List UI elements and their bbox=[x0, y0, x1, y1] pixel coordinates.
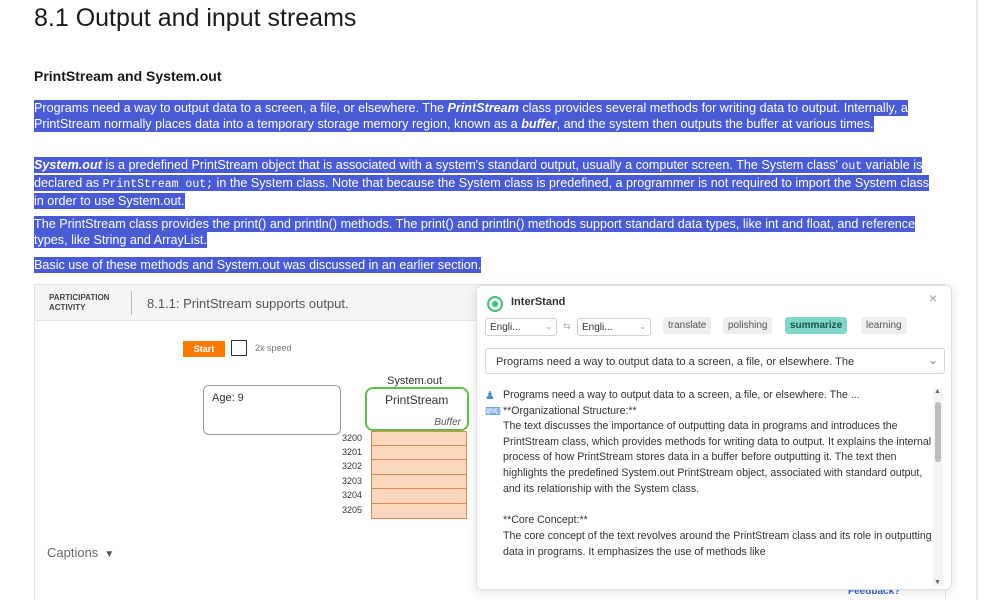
popup-title: InterStand bbox=[511, 296, 566, 308]
activity-divider bbox=[131, 291, 132, 315]
interstand-popup: InterStand × Engli... ⌄ ⇆ Engli... ⌄ trans… bbox=[476, 285, 952, 590]
chapter-title: 8.1 Output and input streams bbox=[34, 4, 357, 32]
memory-address: 3203 bbox=[342, 475, 363, 486]
swap-languages-icon[interactable]: ⇆ bbox=[563, 321, 571, 331]
captions-toggle[interactable]: Captions ▼ bbox=[47, 545, 114, 560]
memory-cell: 3204 bbox=[342, 489, 467, 504]
printstream-box: PrintStream Buffer bbox=[365, 387, 469, 431]
chevron-down-icon: ▼ bbox=[104, 549, 115, 560]
target-language-value: Engli... bbox=[582, 322, 613, 333]
mode-summarize[interactable]: summarize bbox=[785, 317, 848, 334]
source-language-value: Engli... bbox=[490, 322, 521, 333]
source-language-select[interactable]: Engli... ⌄ bbox=[485, 318, 557, 336]
interstand-logo-icon bbox=[487, 296, 503, 312]
speed-label: 2x speed bbox=[255, 343, 292, 353]
speed-checkbox[interactable] bbox=[231, 340, 247, 356]
memory-address: 3202 bbox=[342, 461, 363, 472]
memory-address: 3204 bbox=[342, 490, 363, 501]
paragraph-basic-use[interactable]: Basic use of these methods and System.ou… bbox=[34, 257, 934, 273]
section-heading: PrintStream and System.out bbox=[34, 68, 222, 84]
start-button[interactable]: Start bbox=[183, 341, 225, 357]
memory-cell: 3201 bbox=[342, 445, 467, 461]
scrollbar[interactable]: ▲ ▼ bbox=[933, 388, 943, 586]
response-heading: ⌨ **Organizational Structure:** bbox=[485, 404, 933, 420]
mode-learning[interactable]: learning bbox=[861, 317, 907, 334]
memory-address: 3201 bbox=[342, 446, 363, 457]
memory-cell: 3203 bbox=[342, 474, 467, 490]
chevron-down-icon: ⌄ bbox=[545, 322, 552, 331]
summary-output: ♟ Programs need a way to output data to … bbox=[485, 388, 933, 586]
mode-polishing[interactable]: polishing bbox=[723, 317, 773, 334]
source-echo: ♟ Programs need a way to output data to … bbox=[485, 388, 933, 404]
chat-icon: ⌨ bbox=[485, 405, 501, 418]
memory-cell: 3202 bbox=[342, 460, 467, 475]
summary-body: The text discusses the importance of out… bbox=[503, 420, 932, 558]
memory-cell: 3200 bbox=[342, 431, 467, 446]
highlight: System.out is a predefined PrintStream o… bbox=[34, 157, 930, 209]
system-out-label: System.out bbox=[387, 375, 443, 387]
scroll-thumb[interactable] bbox=[935, 402, 941, 462]
paragraph-print-methods[interactable]: The PrintStream class provides the print… bbox=[34, 216, 934, 248]
highlight: Programs need a way to output data to a … bbox=[34, 100, 908, 132]
activity-tag: PARTICIPATION ACTIVITY bbox=[49, 293, 110, 312]
memory-address: 3200 bbox=[342, 433, 363, 443]
user-icon: ♟ bbox=[485, 390, 495, 402]
age-label: Age: 9 bbox=[212, 392, 244, 404]
chevron-down-icon: ⌄ bbox=[639, 322, 646, 331]
highlight: The PrintStream class provides the print… bbox=[34, 216, 916, 248]
feedback-link[interactable]: Feedback? bbox=[848, 586, 901, 597]
scroll-down-icon[interactable]: ▼ bbox=[934, 579, 941, 586]
source-text-input[interactable]: Programs need a way to output data to a … bbox=[485, 348, 945, 374]
age-output-box: Age: 9 bbox=[203, 385, 341, 435]
source-text: Programs need a way to output data to a … bbox=[496, 356, 855, 368]
scroll-up-icon[interactable]: ▲ bbox=[934, 388, 941, 395]
buffer-label: Buffer bbox=[434, 417, 461, 428]
content-border bbox=[976, 0, 978, 600]
target-language-select[interactable]: Engli... ⌄ bbox=[577, 318, 651, 336]
highlight: Basic use of these methods and System.ou… bbox=[34, 257, 482, 273]
activity-title: 8.1.1: PrintStream supports output. bbox=[147, 296, 349, 311]
paragraph-printstream[interactable]: Programs need a way to output data to a … bbox=[34, 100, 934, 132]
memory-buffer: 3200 3201 3202 3203 3204 3205 bbox=[342, 431, 467, 519]
mode-translate[interactable]: translate bbox=[663, 317, 712, 334]
printstream-label: PrintStream bbox=[385, 393, 449, 407]
close-icon[interactable]: × bbox=[929, 290, 938, 306]
memory-cell: 3205 bbox=[342, 503, 467, 519]
captions-label: Captions bbox=[47, 545, 99, 560]
memory-address: 3205 bbox=[342, 504, 363, 515]
expand-icon[interactable]: ⌄ bbox=[927, 353, 938, 367]
paragraph-system-out[interactable]: System.out is a predefined PrintStream o… bbox=[34, 157, 934, 209]
